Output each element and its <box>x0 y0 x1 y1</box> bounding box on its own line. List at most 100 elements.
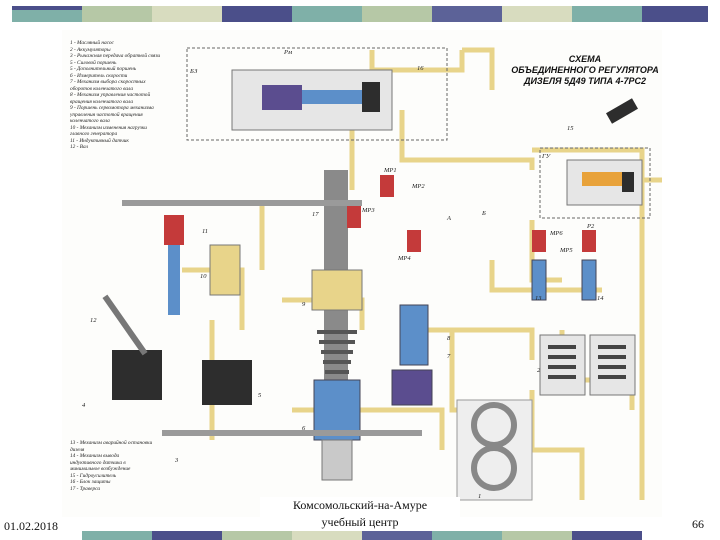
label-mp1: МР1 <box>383 167 397 174</box>
legend-item: индуктивного датчика в <box>70 459 126 466</box>
decor-block <box>12 10 82 22</box>
legend-item: 3 - Рычажная передача обратной связи <box>70 53 161 59</box>
legend-item: 7 - Механизм выбора скоростных <box>70 79 146 85</box>
label-16: 16 <box>417 65 424 72</box>
protection-rod <box>302 90 362 104</box>
legend-item: 1 - Масляный насос <box>70 40 114 46</box>
label-mp4: МР4 <box>397 255 411 262</box>
label-5: 5 <box>258 392 262 399</box>
org-line: учебный центр <box>321 515 399 529</box>
legend-item: коленчатого вала <box>70 118 110 124</box>
diagram-title: СХЕМА ОБЪЕДИНЕННОГО РЕГУЛЯТОРА ДИЗЕЛЯ 5Д… <box>505 54 665 87</box>
traverse-lever <box>122 200 362 206</box>
legend-item: 11 - Индуктивный датчик <box>70 137 129 144</box>
legend-item: 6 - Измеритель скорости <box>70 72 128 79</box>
legend-item: 5 - Силовой поршень <box>70 59 117 66</box>
inductive-sensor-coil <box>164 215 184 245</box>
inductive-sensor-core <box>168 245 180 315</box>
decor-block <box>362 6 432 22</box>
power-piston-left <box>112 350 162 400</box>
protection-piston <box>262 85 302 110</box>
label-pm: Рм <box>283 49 292 56</box>
legend-item: 2 - Аккумуляторы <box>70 46 111 53</box>
power-piston-right <box>202 360 252 405</box>
decor-block <box>362 531 432 540</box>
load-mechanism <box>209 244 241 296</box>
label-gu: ГУ <box>541 153 552 160</box>
mr4-solenoid <box>407 230 421 252</box>
label-1: 1 <box>478 493 481 500</box>
legend-item: 10 - Механизм изменения нагрузки <box>70 124 147 131</box>
label-p2: Р2 <box>586 223 595 230</box>
decor-block <box>222 6 292 22</box>
title-line: ОБЪЕДИНЕННОГО РЕГУЛЯТОРА <box>511 65 659 75</box>
title-line: СХЕМА <box>568 54 602 64</box>
footer-date: 01.02.2018 <box>4 519 58 533</box>
decor-block <box>502 6 572 22</box>
mr6-solenoid <box>532 230 546 252</box>
mr5-solenoid <box>582 230 596 252</box>
legend-item: дизеля <box>70 446 85 453</box>
label-mp5: МР5 <box>559 247 573 254</box>
servo-motor <box>391 369 433 406</box>
decor-block <box>572 531 642 540</box>
decor-block <box>502 531 572 540</box>
decor-block <box>292 6 362 22</box>
oil-pump-housing <box>321 439 353 481</box>
legend-item: управления частотой вращения <box>70 111 143 118</box>
label-mp2: МР2 <box>411 183 425 190</box>
hydro-booster-piston <box>622 172 634 192</box>
legend-item: 13 - Механизм аварийной остановки <box>70 440 153 446</box>
label-3: 3 <box>174 457 179 464</box>
decor-block <box>642 6 708 22</box>
decor-block <box>292 531 362 540</box>
label-a: А <box>446 215 451 222</box>
mr3-solenoid <box>347 206 361 228</box>
label-13: 13 <box>535 295 542 302</box>
legend-item: 8 - Механизм управления частотой <box>70 92 151 98</box>
decor-block <box>152 6 222 22</box>
label-8: 8 <box>447 335 451 342</box>
mr1-solenoid <box>380 175 394 197</box>
page-number: 66 <box>692 517 704 531</box>
decor-block <box>82 6 152 22</box>
label-mp6: МР6 <box>549 230 563 237</box>
label-12: 12 <box>90 317 97 324</box>
protection-block-frame <box>186 47 448 141</box>
legend-item: 9 - Поршень сервомотора механизма <box>70 105 154 111</box>
hydro-handle <box>606 98 638 124</box>
legend-item: 17 - Траверса <box>70 485 100 492</box>
regulator-schematic: Рм БЗ 16 ГУ 15 МР1 МР2 МР3 МР4 МР6 МР5 Р… <box>62 30 662 517</box>
pump-gear-bottom <box>471 445 517 491</box>
legend-item: вращения коленчатого вала <box>70 98 133 105</box>
label-mp3: МР3 <box>361 207 375 214</box>
decor-block <box>152 531 222 540</box>
label-b3: БЗ <box>189 68 198 75</box>
legend-item: 12 - Вал <box>70 144 88 150</box>
feedback-lever <box>162 430 422 436</box>
label-b: Б <box>481 210 486 217</box>
legend-item: минимальное возбуждение <box>70 466 131 472</box>
title-line: ДИЗЕЛЯ 5Д49 ТИПА 4-7РС2 <box>523 76 647 86</box>
label-17: 17 <box>312 211 319 218</box>
label-9: 9 <box>302 301 306 308</box>
label-15: 15 <box>567 125 574 132</box>
bottom-decor-bar <box>0 531 720 540</box>
top-decor-bar <box>0 6 720 22</box>
label-11: 11 <box>202 228 208 235</box>
legend-item: главного генератора <box>70 131 118 137</box>
protection-plunger <box>362 82 380 112</box>
accumulator-springs <box>548 345 626 379</box>
decor-block <box>82 531 152 540</box>
label-2: 2 <box>537 367 541 374</box>
label-4: 4 <box>82 402 86 409</box>
decor-block <box>222 531 292 540</box>
legend-item: 5 - Дополнительный поршень <box>70 66 137 72</box>
legend-bottom: 13 - Механизм аварийной остановки дизеля… <box>70 440 180 492</box>
hydro-booster-frame <box>539 147 651 219</box>
shaft-12 <box>102 294 148 356</box>
decor-block <box>432 6 502 22</box>
label-6: 6 <box>302 425 306 432</box>
label-14: 14 <box>597 295 604 302</box>
hydro-booster-valve <box>582 172 622 186</box>
